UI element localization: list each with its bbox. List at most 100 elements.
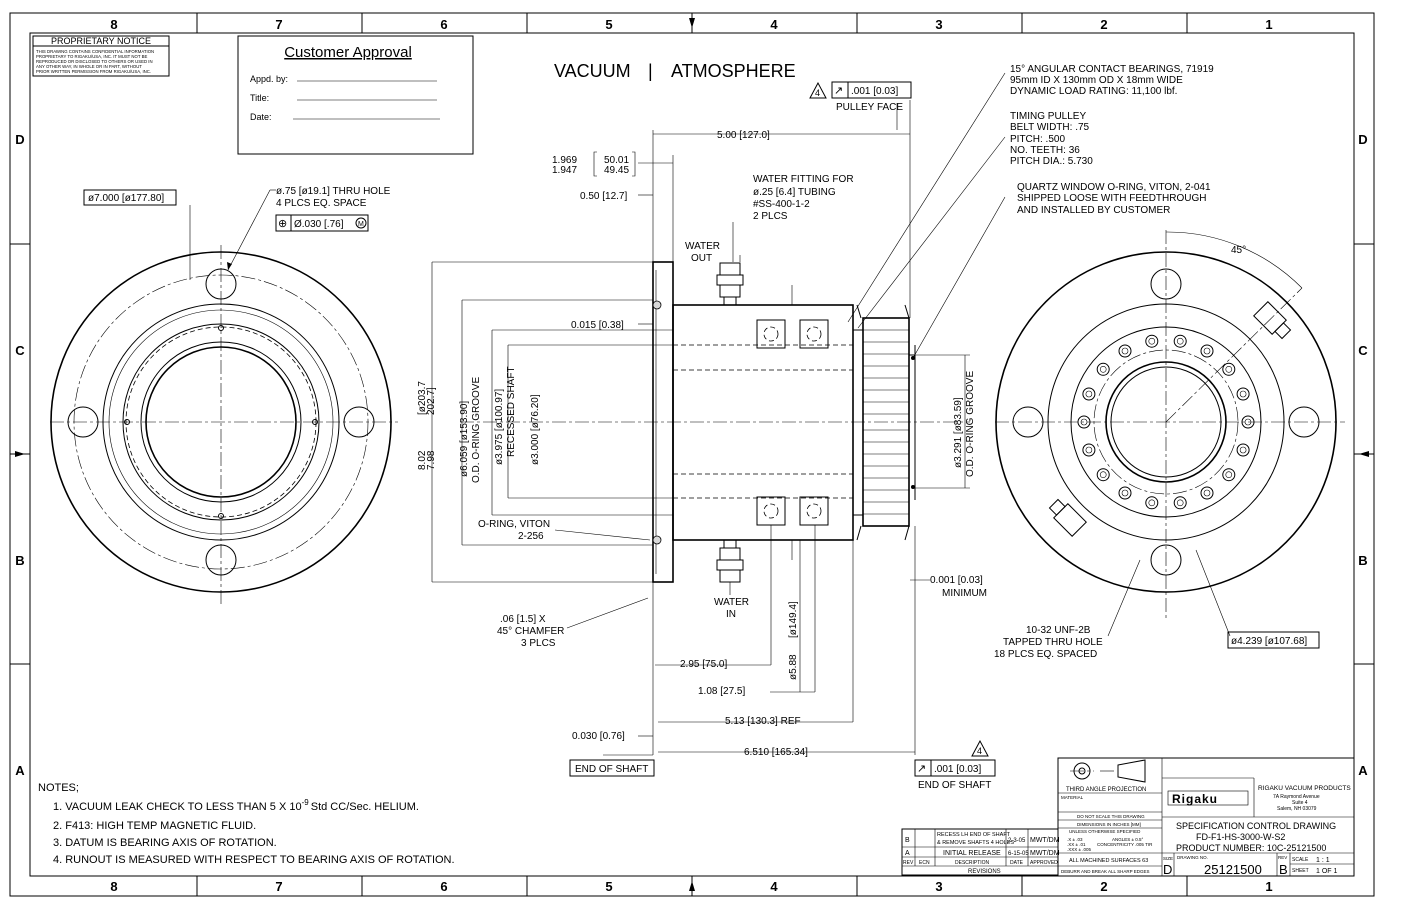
company-line-3: Suite 4 — [1292, 800, 1308, 806]
zone-col-3-bottom: 3 — [935, 879, 942, 894]
tapped-hole — [1200, 344, 1214, 358]
rev-header-date: DATE — [1010, 860, 1024, 866]
oring-label-2: 2-256 — [518, 531, 544, 542]
no-scale-label: DO NOT SCALE THIS DRAWING — [1077, 814, 1145, 819]
zone-labels: 8 7 6 5 4 3 2 1 8 7 6 5 4 3 2 1 D C B A … — [15, 17, 1368, 894]
dim-6-510: 6.510 [165.34] — [744, 747, 808, 758]
position-symbol: ⊕ — [278, 218, 287, 230]
dim-1-969: 1.969 — [552, 155, 577, 166]
tapped-hole-bore — [1225, 471, 1233, 479]
dim-7-98: 7.98 — [426, 450, 437, 470]
vacuum-separator: | — [648, 61, 653, 81]
datum-note-top: 4 — [815, 88, 820, 98]
tapped-hole-bore — [1176, 499, 1184, 507]
zone-col-7-top: 7 — [275, 17, 282, 32]
position-tolerance: Ø.030 [.76] — [294, 219, 344, 230]
pulley-line-2: BELT WIDTH: .75 — [1010, 122, 1090, 133]
tapped-hole — [1145, 334, 1159, 348]
zone-row-a-right: A — [1358, 763, 1368, 778]
dim-6-059-note: O.D. O-RING GROOVE — [471, 377, 482, 483]
rigaku-logo: Rigaku — [1172, 792, 1218, 806]
zone-row-c-left: C — [15, 343, 25, 358]
pulley-face-label: PULLEY FACE — [836, 102, 903, 113]
dim-6-059: ø6.059 [ø153.90] — [459, 401, 470, 477]
tapped-line-2: TAPPED THRU HOLE — [1003, 637, 1103, 648]
tapped-line-1: 10-32 UNF-2B — [1026, 625, 1091, 636]
rev-header-approved: APPROVED — [1030, 860, 1058, 866]
tapped-hole-bore — [1203, 489, 1211, 497]
tapped-hole-bore — [1099, 471, 1107, 479]
tol-xx: .XX ± .01 — [1067, 842, 1086, 847]
tapped-hole — [1082, 443, 1096, 457]
tapped-hole-bore — [1225, 365, 1233, 373]
pulley-line-4: NO. TEETH: 36 — [1010, 145, 1080, 156]
scale-value: 1 : 1 — [1316, 857, 1330, 864]
rev-a-approver: MWT/DM — [1030, 850, 1060, 857]
zone-col-3-top: 3 — [935, 17, 942, 32]
dim-5-88: ø5.88 — [788, 654, 799, 680]
tapped-hole — [1241, 415, 1255, 429]
drawing-number: 25121500 — [1204, 862, 1262, 877]
dim-149-4: [ø149.4] — [788, 601, 799, 638]
rev-b-desc-1: RECESS LH END OF SHAFT — [937, 832, 1011, 838]
section-dimension-lines — [431, 72, 1006, 756]
rev-b-date: 2-3-05 — [1008, 838, 1026, 844]
section-view — [460, 261, 970, 583]
bearing-line-1: 15° ANGULAR CONTACT BEARINGS, 71919 — [1010, 64, 1214, 75]
zone-col-4-top: 4 — [770, 17, 778, 32]
zone-row-a-left: A — [15, 763, 25, 778]
vacuum-atmosphere-header: VACUUM | ATMOSPHERE — [554, 61, 796, 81]
sheet-label: SHEET — [1292, 868, 1309, 874]
dim-3-291-note: O.D. O-RING GROOVE — [965, 371, 976, 477]
proprietary-line: REPRODUCED OR DISCLOSED TO OTHERS OR USE… — [36, 59, 153, 64]
inches-label: DIMENSIONS IN INCHES [MM] — [1077, 822, 1141, 827]
surfaces-label: ALL MACHINED SURFACES 63 — [1069, 858, 1148, 864]
dim-min-0-001: 0.001 [0.03] — [930, 575, 983, 586]
zone-row-b-right: B — [1358, 553, 1367, 568]
water-fitting-line-1: WATER FITTING FOR — [753, 174, 854, 185]
material-label: MATERIAL — [1061, 795, 1084, 800]
tapped-hole — [1222, 468, 1236, 482]
concentricity-tol: CONCENTRICITY .005 TIR — [1097, 842, 1153, 847]
rev-b-desc-2: & REMOVE SHAFTS 4 HOLES — [937, 840, 1014, 846]
border-frame — [9, 12, 1375, 897]
tapped-hole — [1082, 387, 1096, 401]
holes-callout-line-1: ø.75 [ø19.1] THRU HOLE — [276, 186, 391, 197]
approval-title: Customer Approval — [284, 44, 412, 61]
part-number: FD-F1-HS-3000-W-S2 — [1196, 832, 1285, 842]
minimum-label: MINIMUM — [942, 588, 987, 599]
revision-table: B RECESS LH END OF SHAFT & REMOVE SHAFTS… — [901, 828, 1060, 876]
quartz-line-1: QUARTZ WINDOW O-RING, VITON, 2-041 — [1017, 182, 1211, 193]
chamfer-line-2: 45° CHAMFER — [497, 626, 564, 637]
bearing-line-2: 95mm ID X 130mm OD X 18mm WIDE — [1010, 75, 1183, 86]
pulley-line-1: TIMING PULLEY — [1010, 111, 1086, 122]
sheet-value: 1 OF 1 — [1316, 868, 1338, 875]
tapped-hole — [1200, 486, 1214, 500]
zone-row-c-right: C — [1358, 343, 1368, 358]
proprietary-line: ANY OTHER WAY, IN WHOLE OR IN PART, WITH… — [36, 64, 142, 69]
rev-a-desc: INITIAL RELEASE — [943, 850, 1001, 857]
quartz-line-3: AND INSTALLED BY CUSTOMER — [1017, 205, 1170, 216]
tapped-hole — [1077, 415, 1091, 429]
dim-8-02: 8.02 — [417, 450, 428, 470]
proprietary-line: PROPRIETARY TO RIGAKU/USA, INC. IT MUST … — [36, 54, 147, 59]
dim-203-7: [ø203.7 — [417, 381, 428, 415]
tapped-holes-pattern — [1077, 334, 1255, 510]
unless-label: UNLESS OTHERWISE SPECIFIED — [1069, 829, 1141, 834]
rev-header-desc: DESCRIPTION — [955, 860, 990, 866]
size-value: D — [1163, 862, 1172, 877]
dim-0-015: 0.015 [0.38] — [571, 320, 624, 331]
zone-row-b-left: B — [15, 553, 24, 568]
oring-label-1: O-RING, VITON — [478, 519, 550, 530]
chamfer-line-1: .06 [1.5] X — [500, 614, 546, 625]
tapped-hole-bore — [1148, 499, 1156, 507]
angle-45: 45° — [1231, 245, 1246, 256]
tapped-hole — [1096, 468, 1110, 482]
chamfer-line-3: 3 PLCS — [521, 638, 556, 649]
section-annotations: 5.00 [127.0] 1.969 1.947 50.01 49.45 0.5… — [417, 81, 996, 791]
dim-202-7: 202.7] — [426, 387, 437, 415]
water-fitting-line-3: #SS-400-1-2 — [753, 199, 810, 210]
left-end-view — [50, 189, 398, 605]
tapped-hole — [1236, 387, 1250, 401]
datum-note-bottom: 4 — [977, 746, 982, 756]
